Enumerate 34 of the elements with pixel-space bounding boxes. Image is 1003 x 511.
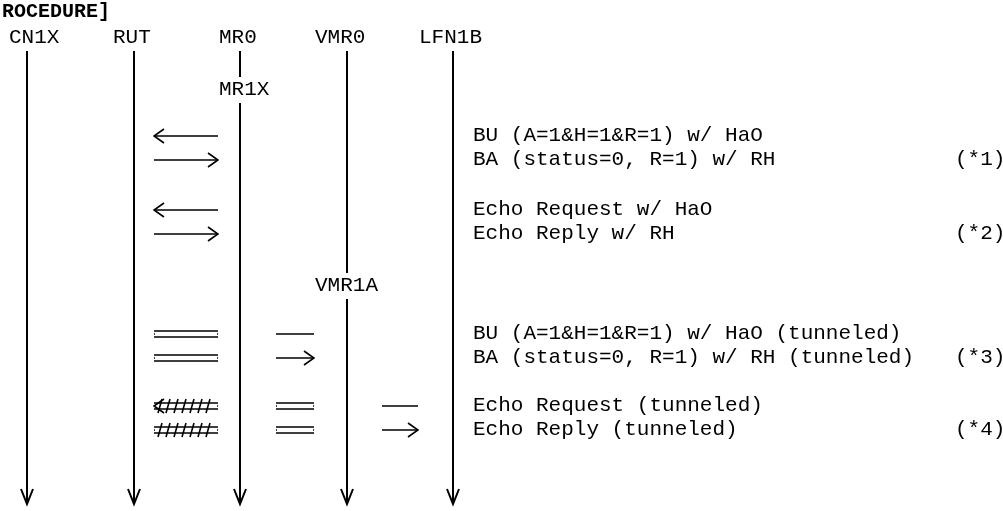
participant-name: VMR0 [315, 26, 366, 50]
message-label: Echo Request w/ HaO [473, 198, 713, 222]
message-label: BU (A=1&H=1&R=1) w/ HaO [473, 124, 763, 148]
footnote-mark: (*1) [955, 148, 1003, 172]
participant-name: LFN1B [419, 26, 482, 50]
message-label: BA (status=0, R=1) w/ RH (tunneled) [473, 346, 915, 370]
message-arrow [381, 422, 419, 438]
message-arrow [275, 333, 315, 335]
message-arrow [381, 405, 419, 407]
participant-name: CN1X [9, 26, 60, 50]
message-arrow [275, 402, 315, 410]
procedure-heading: ROCEDURE] [2, 0, 111, 24]
message-label: Echo Reply (tunneled) [473, 418, 738, 442]
footnote-mark: (*3) [955, 346, 1003, 370]
message-arrow [153, 202, 219, 218]
message-label: BU (A=1&H=1&R=1) w/ HaO (tunneled) [473, 322, 902, 346]
message-arrow [153, 398, 219, 414]
participant-name: MR0 [219, 26, 257, 50]
message-label: BA (status=0, R=1) w/ RH [473, 148, 776, 172]
message-arrow [275, 350, 315, 366]
message-arrow [275, 426, 315, 434]
message-arrow [153, 128, 219, 144]
message-arrow [153, 330, 219, 338]
footnote-mark: (*2) [955, 222, 1003, 246]
participant-name: RUT [113, 26, 151, 50]
message-label: Echo Request (tunneled) [473, 394, 763, 418]
participant-name: VMR1A [315, 274, 378, 298]
message-label: Echo Reply w/ RH [473, 222, 675, 246]
footnote-mark: (*4) [955, 418, 1003, 442]
message-arrow [153, 152, 219, 168]
participant-name: MR1X [219, 78, 270, 102]
message-arrow [153, 422, 219, 438]
message-arrow [153, 226, 219, 242]
message-arrow [153, 354, 219, 362]
